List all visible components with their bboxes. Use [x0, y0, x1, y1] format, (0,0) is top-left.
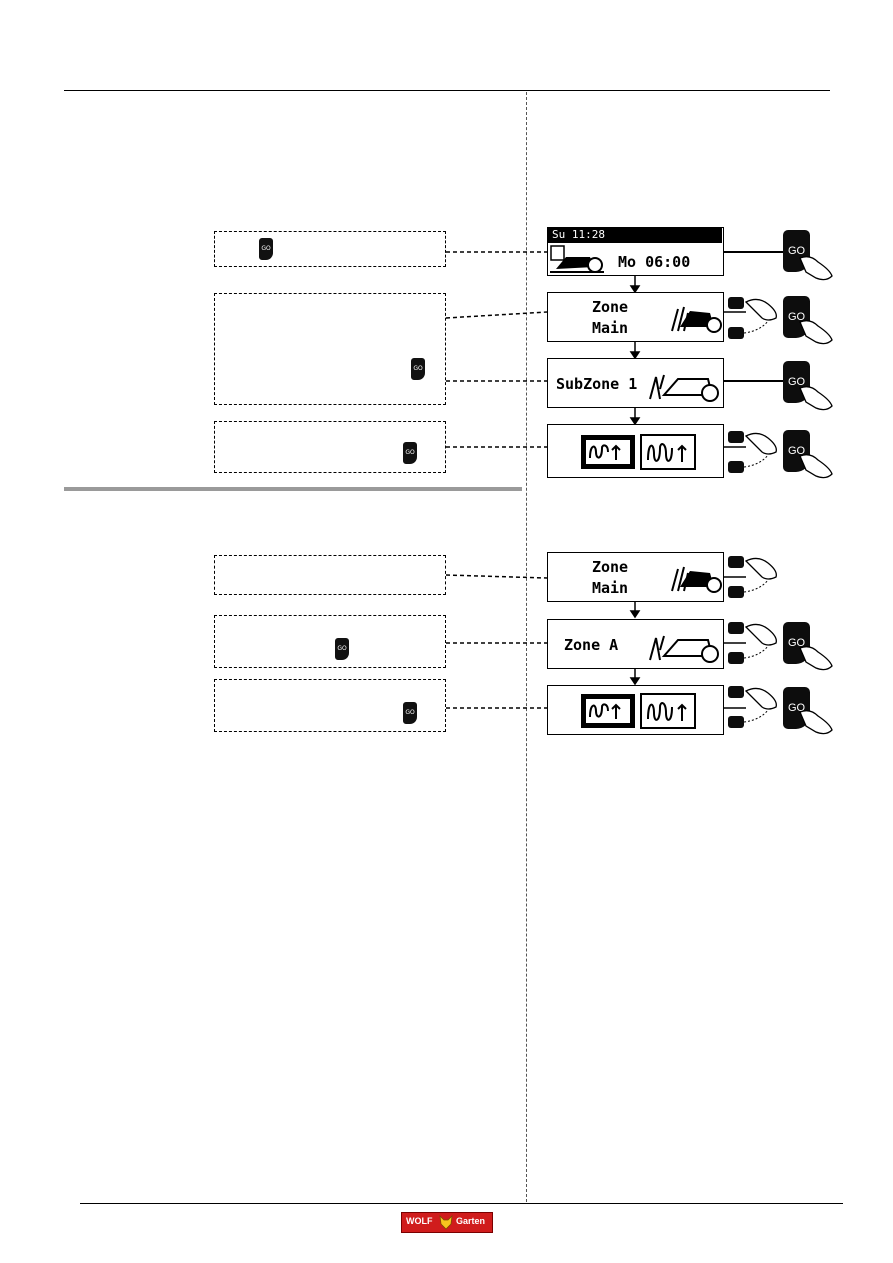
callout-step-4 — [214, 555, 446, 595]
subzone-name: SubZone 1 — [556, 375, 638, 393]
callout-step-5: GO — [214, 615, 446, 668]
go-button-icon: GO — [259, 238, 273, 260]
zone-label: Zone — [591, 558, 629, 576]
status-time: Su 11:28 — [552, 228, 605, 241]
wire-mode-icon — [581, 693, 696, 729]
zone-a-name: Zone A — [564, 636, 619, 654]
lcd-zone-a-screen: Zone A — [547, 619, 724, 669]
scroll-down-icon[interactable] — [728, 652, 744, 664]
wire-mode-icon — [581, 434, 696, 470]
scroll-up-icon[interactable] — [728, 686, 744, 698]
zone-name: Main — [591, 579, 629, 597]
lcd-mode-screen — [547, 424, 724, 478]
callout-step-6: GO — [214, 679, 446, 732]
scroll-up-icon[interactable] — [728, 297, 744, 309]
mower-icon — [649, 635, 719, 663]
zone-label: Zone — [591, 298, 629, 316]
wolf-garten-logo: WOLF Garten — [401, 1212, 493, 1233]
column-divider — [526, 92, 527, 1202]
section-rule — [64, 487, 522, 491]
footer-rule — [80, 1203, 843, 1204]
lcd-zone-main-screen: Zone Main — [547, 292, 724, 342]
mower-icon — [550, 245, 604, 273]
callout-step-2: GO — [214, 293, 446, 405]
scroll-up-icon[interactable] — [728, 431, 744, 443]
mower-grass-icon — [671, 306, 722, 333]
scroll-down-icon[interactable] — [728, 716, 744, 728]
status-bar: Su 11:28 — [548, 228, 722, 243]
scroll-down-icon[interactable] — [728, 586, 744, 598]
logo-garten-text: Garten — [456, 1216, 486, 1226]
go-button[interactable]: GO — [783, 230, 810, 272]
go-button[interactable]: GO — [783, 622, 810, 664]
zone-name: Main — [591, 319, 629, 337]
scroll-up-icon[interactable] — [728, 556, 744, 568]
go-button-icon: GO — [403, 702, 417, 724]
scroll-down-icon[interactable] — [728, 461, 744, 473]
lcd-mode-screen-2 — [547, 685, 724, 735]
lcd-zone-main-screen-2: Zone Main — [547, 552, 724, 602]
scroll-down-icon[interactable] — [728, 327, 744, 339]
callout-step-1: GO — [214, 231, 446, 267]
lcd-subzone-screen: SubZone 1 — [547, 358, 724, 408]
go-button-icon: GO — [411, 358, 425, 380]
mower-icon — [649, 374, 719, 402]
go-button-icon: GO — [403, 442, 417, 464]
mower-grass-icon — [671, 566, 722, 593]
header-rule — [64, 90, 830, 91]
go-button-icon: GO — [335, 638, 349, 660]
lcd-home-screen: Su 11:28 Mo 06:00 — [547, 227, 724, 276]
wolf-head-icon — [439, 1214, 453, 1230]
scroll-up-icon[interactable] — [728, 622, 744, 634]
next-schedule: Mo 06:00 — [618, 253, 691, 271]
logo-wolf-text: WOLF — [406, 1216, 433, 1226]
callout-step-3: GO — [214, 421, 446, 473]
